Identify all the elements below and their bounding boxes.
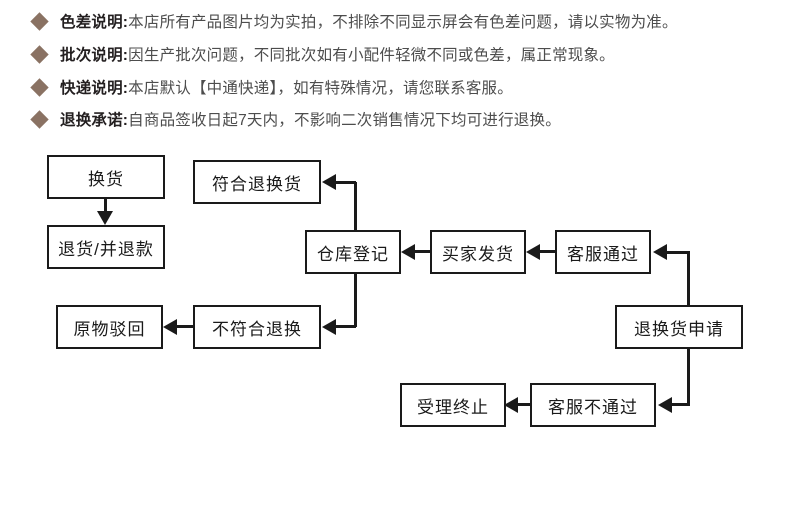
flow-edge-kefu-tongguo-to-maijia bbox=[538, 250, 556, 253]
flow-node-label: 退换货申请 bbox=[634, 319, 724, 339]
flow-node-cangku: 仓库登记 bbox=[305, 230, 401, 274]
flow-node-maijia: 买家发货 bbox=[430, 230, 526, 274]
flow-edge-huanhuo-to-tuikuan bbox=[104, 199, 107, 214]
flow-edge-cangku-to-fuhe-vertical bbox=[354, 182, 357, 232]
flow-node-label: 换货 bbox=[88, 169, 124, 189]
flow-node-label: 买家发货 bbox=[442, 244, 514, 264]
flow-node-yuanwu: 原物驳回 bbox=[56, 305, 163, 349]
flow-edge-cangku-to-bufuhe-horizontal bbox=[333, 325, 356, 328]
diamond-bullet-icon bbox=[30, 109, 49, 129]
notice-title: 批次说明: bbox=[60, 47, 129, 64]
flow-arrowhead-left bbox=[658, 397, 672, 413]
notice-body: 自商品签收日起7天内，不影响二次销售情况下均可进行退换。 bbox=[128, 112, 561, 129]
flow-arrowhead-left bbox=[163, 319, 177, 335]
flow-arrowhead-down bbox=[97, 211, 113, 225]
flow-node-shouli-zhongzhi: 受理终止 bbox=[400, 383, 506, 427]
flow-node-shenqing: 退换货申请 bbox=[615, 305, 743, 349]
flow-arrowhead-left bbox=[504, 397, 518, 413]
flow-arrowhead-left bbox=[526, 244, 540, 260]
diamond-bullet-icon bbox=[30, 44, 49, 64]
flow-node-label: 客服通过 bbox=[567, 244, 639, 264]
flow-node-kefu-tongguo: 客服通过 bbox=[555, 230, 651, 274]
flow-edge-shenqing-to-tongguo-vertical bbox=[687, 252, 690, 307]
notice-title: 退换承诺: bbox=[60, 112, 129, 129]
flow-node-kefu-butongguo: 客服不通过 bbox=[530, 383, 656, 427]
notice-title: 快递说明: bbox=[60, 80, 129, 97]
notice-body: 因生产批次问题，不同批次如有小配件轻微不同或色差，属正常现象。 bbox=[128, 47, 615, 64]
notice-item-batch: 批次说明: 因生产批次问题，不同批次如有小配件轻微不同或色差，属正常现象。 bbox=[30, 43, 615, 65]
flow-edge-shenqing-to-tongguo-horizontal bbox=[665, 251, 690, 254]
flow-edge-butongguo-to-zhongzhi bbox=[516, 403, 532, 406]
flow-edge-cangku-to-bufuhe-vertical bbox=[354, 272, 357, 327]
return-exchange-flowchart: 换货 退货/并退款 符合退换货 仓库登记 原物驳回 不符合退换 买家发货 客服通… bbox=[0, 148, 790, 524]
flow-node-label: 符合退换货 bbox=[212, 174, 302, 194]
flow-node-label: 客服不通过 bbox=[548, 397, 638, 417]
diamond-bullet-icon bbox=[30, 11, 49, 31]
notice-item-shipping: 快递说明: 本店默认【中通快递】，如有特殊情况，请您联系客服。 bbox=[30, 76, 513, 98]
notice-body: 本店默认【中通快递】，如有特殊情况，请您联系客服。 bbox=[128, 80, 513, 97]
flow-node-tuihuo-tuikuan: 退货/并退款 bbox=[47, 225, 165, 269]
notice-body: 本店所有产品图片均为实拍，不排除不同显示屏会有色差问题，请以实物为准。 bbox=[128, 14, 678, 31]
flow-node-label: 不符合退换 bbox=[212, 319, 302, 339]
flow-arrowhead-left bbox=[322, 174, 336, 190]
flow-arrowhead-left bbox=[653, 244, 667, 260]
flow-arrowhead-left bbox=[401, 244, 415, 260]
flow-node-label: 受理终止 bbox=[417, 397, 489, 417]
flow-node-label: 仓库登记 bbox=[317, 244, 389, 264]
notice-title: 色差说明: bbox=[60, 14, 129, 31]
flow-node-bufuhe: 不符合退换 bbox=[193, 305, 321, 349]
notice-item-return-promise: 退换承诺: 自商品签收日起7天内，不影响二次销售情况下均可进行退换。 bbox=[30, 108, 561, 130]
flow-arrowhead-left bbox=[322, 319, 336, 335]
notice-item-color: 色差说明: 本店所有产品图片均为实拍，不排除不同显示屏会有色差问题，请以实物为准… bbox=[30, 10, 678, 32]
diamond-bullet-icon bbox=[30, 77, 49, 97]
flow-edge-shenqing-to-butongguo-horizontal bbox=[670, 403, 690, 406]
flow-node-fuhe: 符合退换货 bbox=[193, 160, 321, 204]
flow-edge-shenqing-to-butongguo-vertical bbox=[687, 347, 690, 405]
flow-node-label: 原物驳回 bbox=[73, 319, 146, 339]
flow-edge-maijia-to-cangku bbox=[413, 250, 431, 253]
flow-node-huanhuo: 换货 bbox=[47, 155, 165, 199]
notice-list: 色差说明: 本店所有产品图片均为实拍，不排除不同显示屏会有色差问题，请以实物为准… bbox=[0, 0, 790, 148]
flow-edge-bufuhe-to-yuanwu bbox=[175, 325, 193, 328]
flow-node-label: 退货/并退款 bbox=[58, 239, 154, 259]
flow-edge-cangku-to-fuhe-horizontal bbox=[333, 181, 356, 184]
